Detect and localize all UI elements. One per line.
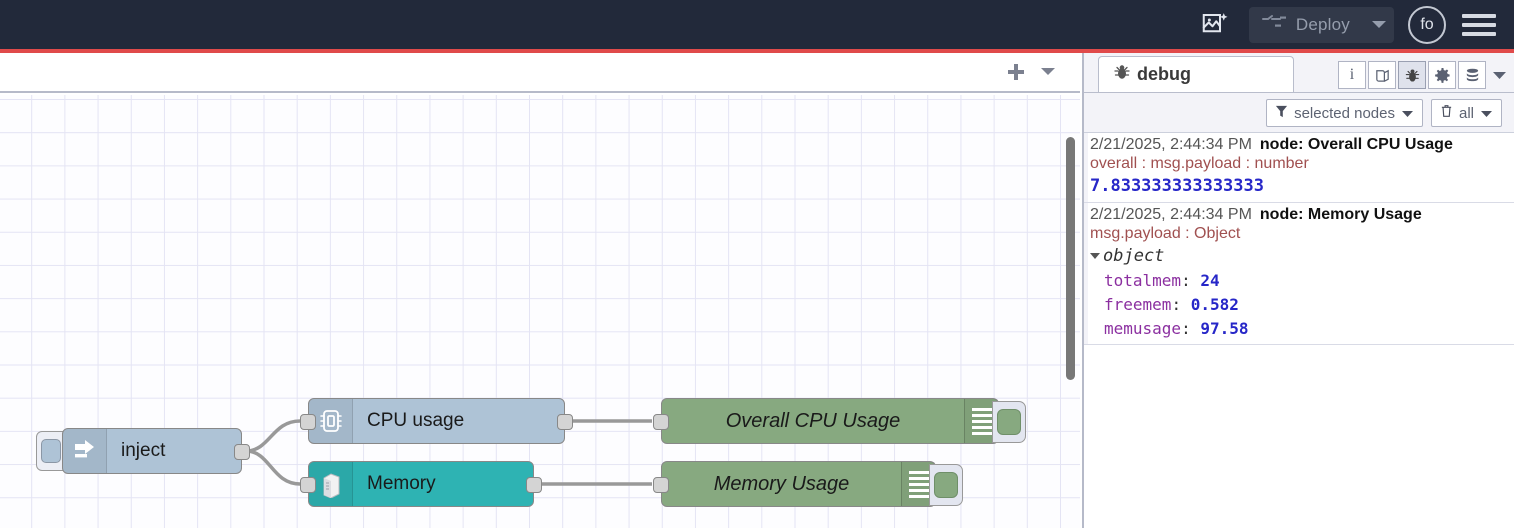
hamburger-menu-icon[interactable] <box>1462 13 1496 36</box>
debug-message-topic: msg.payload : Object <box>1090 225 1241 242</box>
node-overall-cpu-usage-label: Overall CPU Usage <box>725 409 901 432</box>
header-accent-line <box>0 49 1514 53</box>
sidebar-tool-buttons: i <box>1338 61 1514 92</box>
inject-trigger-button[interactable] <box>36 431 66 471</box>
add-flow-plus-icon[interactable] <box>1000 57 1032 87</box>
user-avatar[interactable]: fo <box>1408 5 1446 44</box>
debug-object-property: freemem: 0.582 <box>1104 295 1239 314</box>
debug-property-key: freemem <box>1104 295 1172 314</box>
node-memory-usage-label: Memory Usage <box>713 472 850 495</box>
sidebar-tools-chevron-down-icon[interactable] <box>1488 61 1510 89</box>
canvas-scrollbar-thumb[interactable] <box>1066 137 1075 380</box>
filter-selected-nodes-button[interactable]: selected nodes <box>1266 99 1423 127</box>
node-cpu-usage-input-port[interactable] <box>300 414 316 430</box>
deploy-dropdown-chevron-down-icon[interactable] <box>1364 7 1394 43</box>
filter-selected-nodes-label: selected nodes <box>1294 104 1395 122</box>
deploy-button[interactable]: Deploy <box>1248 6 1394 43</box>
debug-object-property: memusage: 97.58 <box>1104 319 1249 338</box>
inject-arrow-icon <box>63 429 107 473</box>
tab-debug-label: debug <box>1137 64 1191 84</box>
bug-icon[interactable] <box>1398 61 1426 89</box>
node-memory-usage-input-port[interactable] <box>653 477 669 493</box>
tab-debug[interactable]: debug <box>1098 56 1294 92</box>
clear-messages-button[interactable]: all <box>1430 99 1502 127</box>
debug-message-timestamp: 2/21/2025, 2:44:34 PM <box>1090 136 1252 153</box>
clear-messages-chevron-down-icon[interactable] <box>1480 105 1493 122</box>
info-tool-icon[interactable]: i <box>1338 61 1366 89</box>
canvas-vertical-scrollbar[interactable] <box>1064 95 1077 528</box>
debug-message[interactable]: 2/21/2025, 2:44:34 PM node: Overall CPU U… <box>1084 133 1514 203</box>
deploy-node-icon <box>1261 13 1287 36</box>
node-inject-label: inject <box>121 440 166 461</box>
funnel-icon <box>1275 105 1288 122</box>
app-header: Deploy fo <box>0 0 1514 49</box>
node-cpu-usage-label: CPU usage <box>367 410 465 431</box>
debug-message-timestamp: 2/21/2025, 2:44:34 PM <box>1090 206 1252 223</box>
debug-message-topic: overall : msg.payload : number <box>1090 155 1309 172</box>
node-memory-usage-enable-toggle[interactable] <box>929 464 963 506</box>
avatar-initials: fo <box>1420 15 1434 33</box>
debug-object-property: totalmem: 24 <box>1104 271 1220 290</box>
flow-tabbar <box>0 53 1080 93</box>
server-tower-icon <box>309 462 353 506</box>
debug-message-header: 2/21/2025, 2:44:34 PM node: Memory Usage <box>1090 206 1514 224</box>
filter-selected-nodes-chevron-down-icon[interactable] <box>1401 105 1414 122</box>
debug-message-value: 7.833333333333333 <box>1090 176 1264 196</box>
node-overall-cpu-usage-enable-toggle[interactable] <box>992 401 1026 443</box>
node-cpu-usage-output-port[interactable] <box>557 414 573 430</box>
debug-message-node: node: Overall CPU Usage <box>1259 136 1453 153</box>
node-memory-output-port[interactable] <box>526 477 542 493</box>
database-icon[interactable] <box>1458 61 1486 89</box>
sidebar-panel: debug i <box>1082 53 1514 528</box>
debug-message-list[interactable]: 2/21/2025, 2:44:34 PM node: Overall CPU U… <box>1084 132 1514 528</box>
debug-object-root[interactable]: object <box>1090 246 1514 266</box>
flow-workspace: inject CPU usage <box>0 53 1080 528</box>
debug-property-value: 24 <box>1200 271 1220 290</box>
image-sparkle-icon[interactable] <box>1195 6 1235 44</box>
node-overall-cpu-usage-input-port[interactable] <box>653 414 669 430</box>
deploy-button-main[interactable]: Deploy <box>1249 7 1364 43</box>
debug-filter-row: selected nodes all <box>1084 94 1514 132</box>
bug-icon <box>1113 63 1131 86</box>
flow-menu-chevron-down-icon[interactable] <box>1032 57 1064 87</box>
debug-property-value: 0.582 <box>1190 295 1239 314</box>
debug-property-key: totalmem <box>1104 271 1182 290</box>
sidebar-tabbar: debug i <box>1084 53 1514 93</box>
debug-object-label: object <box>1103 246 1165 266</box>
debug-property-key: memusage <box>1104 319 1182 338</box>
flow-canvas[interactable]: inject CPU usage <box>0 95 1080 528</box>
gear-icon[interactable] <box>1428 61 1456 89</box>
expand-collapse-caret-icon[interactable] <box>1090 253 1100 259</box>
trash-icon <box>1440 104 1453 122</box>
node-inject-output-port[interactable] <box>234 444 250 460</box>
book-icon[interactable] <box>1368 61 1396 89</box>
debug-property-value: 97.58 <box>1200 319 1249 338</box>
debug-message-node: node: Memory Usage <box>1259 206 1422 223</box>
clear-messages-label: all <box>1458 104 1474 122</box>
deploy-label: Deploy <box>1295 14 1350 34</box>
cpu-chip-icon <box>309 399 353 443</box>
node-memory-input-port[interactable] <box>300 477 316 493</box>
node-memory-label: Memory <box>367 473 436 494</box>
debug-message-header: 2/21/2025, 2:44:34 PM node: Overall CPU U… <box>1090 136 1514 154</box>
